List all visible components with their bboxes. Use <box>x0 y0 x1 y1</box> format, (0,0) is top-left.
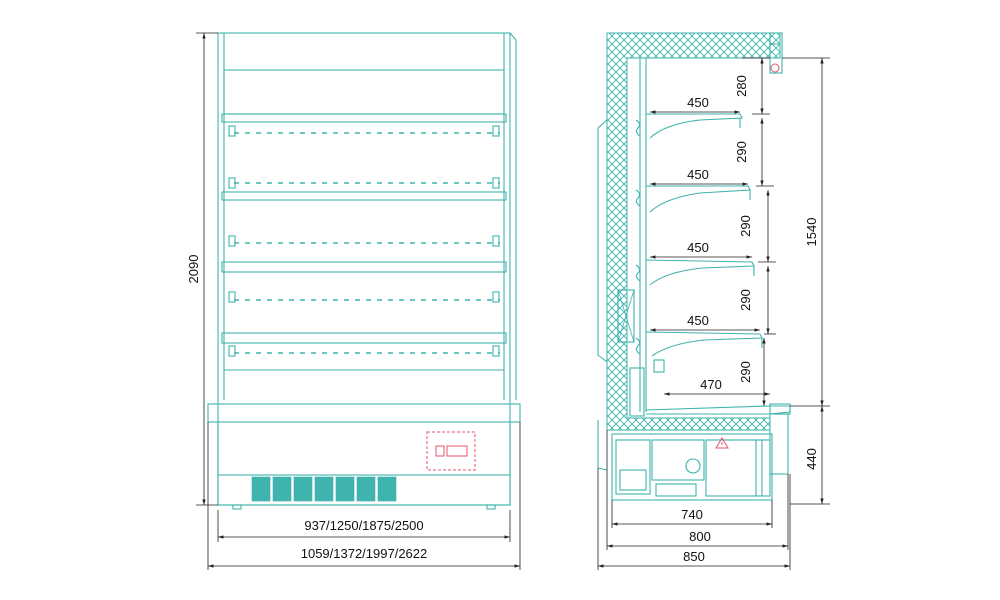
dim-base-height: 440 <box>790 406 830 505</box>
control-panel-icon <box>426 431 476 471</box>
shelf-spacing-3: 290 <box>738 215 753 237</box>
dim-shelf-depths: 450 450 450 450 470 <box>650 95 770 396</box>
shelf-2 <box>221 191 507 244</box>
depth-740-label: 740 <box>681 507 703 522</box>
depth-800-label: 800 <box>689 529 711 544</box>
dim-front-outer-width: 1059/1372/1997/2622 <box>207 422 521 570</box>
shelf-depth-1: 450 <box>687 95 709 110</box>
shelf-profile-3 <box>635 259 755 286</box>
dim-shelf-spacings: 280 290 290 290 290 <box>734 57 776 406</box>
front-inner-width-label: 937/1250/1875/2500 <box>304 518 423 533</box>
dim-depth-800: 800 <box>606 430 789 550</box>
shelf-spacing-5: 290 <box>738 361 753 383</box>
shelf-4 <box>221 332 507 354</box>
side-view: 450 450 450 450 470 280 290 290 290 <box>597 32 830 570</box>
dim-depth-850: 850 <box>597 468 791 570</box>
shelf-1 <box>221 113 507 184</box>
dim-side-height: 1540 <box>782 57 830 407</box>
shelf-spacing-2: 290 <box>734 141 749 163</box>
shelf-spacing-4: 290 <box>738 289 753 311</box>
shelf-depth-4: 450 <box>687 313 709 328</box>
depth-850-label: 850 <box>683 549 705 564</box>
shelf-profile-4 <box>635 331 763 357</box>
shelf-depth-5: 470 <box>700 377 722 392</box>
side-height-label: 1540 <box>804 218 819 247</box>
insulated-wall <box>606 32 781 431</box>
shelf-spacing-1: 280 <box>734 75 749 97</box>
dim-front-inner-width: 937/1250/1875/2500 <box>217 510 511 542</box>
shelf-3 <box>221 261 507 301</box>
vent-grille <box>251 476 397 502</box>
shelf-profile-1 <box>635 113 743 139</box>
shelf-depth-2: 450 <box>687 167 709 182</box>
base-height-label: 440 <box>804 448 819 470</box>
front-outer-width-label: 1059/1372/1997/2622 <box>301 546 428 561</box>
front-height-label: 2090 <box>186 255 201 284</box>
machine-compartment <box>611 433 773 501</box>
dim-depth-740: 740 <box>611 500 773 528</box>
front-view: 2090 937/1250/1875/2500 1059/1372/1997/2… <box>186 32 521 570</box>
shelf-profile-2 <box>635 185 751 213</box>
shelf-clip-icons <box>228 125 500 357</box>
dim-front-height: 2090 <box>186 32 218 506</box>
shelf-depth-3: 450 <box>687 240 709 255</box>
